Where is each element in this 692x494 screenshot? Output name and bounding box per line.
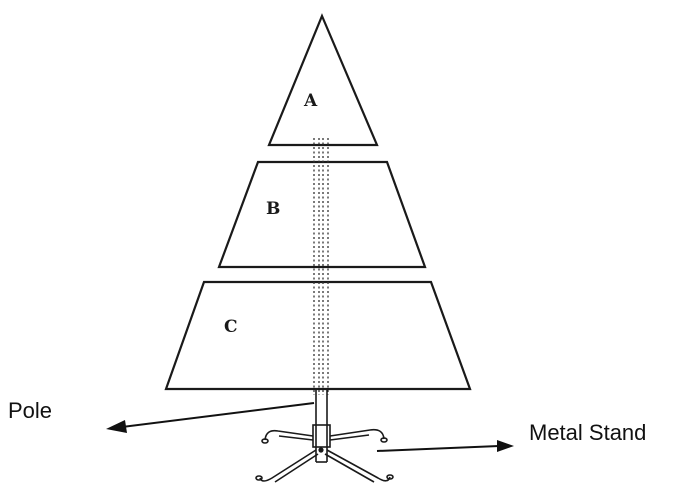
metal-stand-arrow <box>376 440 514 452</box>
section-a-triangle <box>267 13 379 147</box>
section-c-label: C <box>224 317 238 337</box>
section-a-label: A <box>303 91 318 111</box>
pole-label: Pole <box>8 398 52 423</box>
pole-arrow <box>106 402 315 433</box>
metal-stand-label: Metal Stand <box>529 420 646 445</box>
section-b-trapezoid <box>217 160 427 269</box>
metal-stand <box>255 424 394 483</box>
section-b-label: B <box>266 199 280 219</box>
section-c-trapezoid <box>164 280 472 391</box>
